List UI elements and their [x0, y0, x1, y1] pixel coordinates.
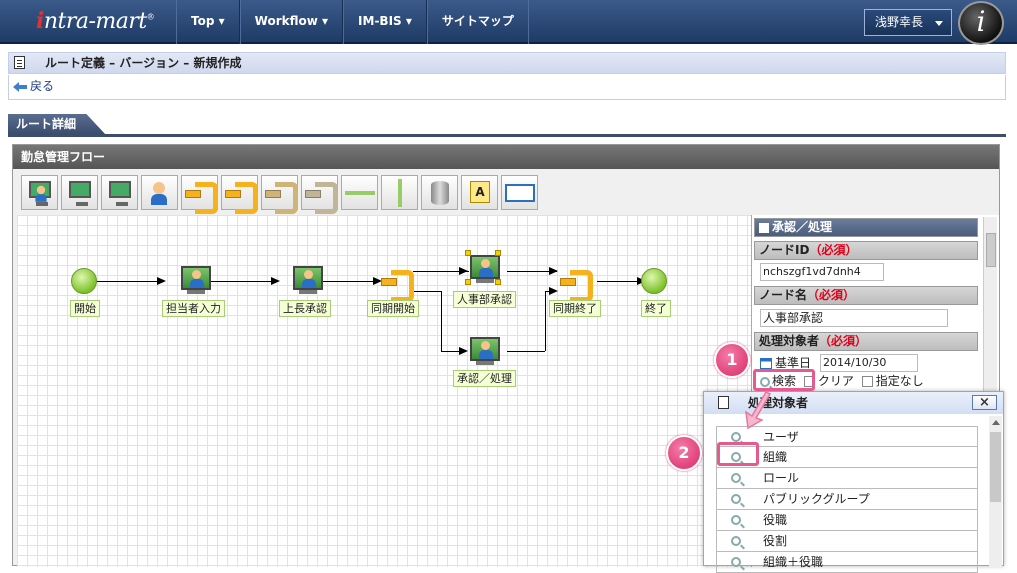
flow-canvas[interactable]: 開始 担当者入力 上長承認 同期開始 人事部承認 承認／処理 同期終了 終了: [17, 215, 752, 567]
search-icon: [760, 376, 770, 387]
list-item-organization[interactable]: 組織: [716, 447, 978, 468]
back-link[interactable]: 戻る: [8, 75, 1006, 100]
database-icon[interactable]: [421, 175, 458, 210]
sync-start-icon[interactable]: [181, 175, 218, 214]
node-label-end[interactable]: 終了: [641, 300, 671, 317]
nav-sitemap[interactable]: サイトマップ: [426, 0, 529, 44]
list-item-post[interactable]: 役職: [716, 510, 978, 531]
flow-toolbar: A: [21, 175, 538, 214]
none-label: 指定なし: [875, 374, 924, 388]
node-label-doukikaishi[interactable]: 同期開始: [367, 300, 419, 317]
person-node-icon[interactable]: [141, 175, 178, 210]
branch-icon[interactable]: [261, 175, 298, 214]
org-highlight: [717, 442, 759, 466]
list-item-duty[interactable]: 役割: [716, 531, 978, 552]
node-label-shounin[interactable]: 承認／処理: [453, 370, 516, 387]
search-icon: [731, 432, 741, 442]
text-note-icon[interactable]: A: [461, 175, 498, 210]
main-nav: Top ▾ Workflow ▾ IM-BIS ▾ サイトマップ: [176, 0, 529, 44]
flow-editor: 勤怠管理フロー A 開始 担当者入力 上長承認: [12, 144, 1000, 567]
user-menu[interactable]: 浅野幸長: [864, 9, 952, 36]
document-icon: [14, 56, 25, 69]
vertical-connector-icon[interactable]: [381, 175, 418, 210]
dialog-scrollbar[interactable]: [989, 416, 1002, 567]
list-item-user[interactable]: ユーザ: [716, 426, 978, 447]
tab-route-detail[interactable]: ルート詳細: [8, 114, 106, 135]
search-icon: [731, 515, 741, 525]
sync-end-node-icon[interactable]: [560, 270, 593, 302]
callout-1: 1: [714, 342, 750, 378]
shounin-node-icon[interactable]: [470, 337, 500, 365]
sync-start-node-icon[interactable]: [381, 270, 414, 302]
close-button[interactable]: ×: [972, 395, 997, 410]
merge-icon[interactable]: [301, 175, 338, 214]
clear-link[interactable]: クリア: [817, 374, 854, 388]
sync-end-icon[interactable]: [221, 175, 258, 214]
list-item-public-group[interactable]: パブリックグループ: [716, 489, 978, 510]
none-checkbox[interactable]: [861, 376, 873, 387]
node-name-input[interactable]: 人事部承認: [760, 309, 948, 327]
base-date-label: 基準日: [760, 354, 811, 371]
flow-title: 勤怠管理フロー: [13, 145, 999, 169]
top-header: intra-mart® Top ▾ Workflow ▾ IM-BIS ▾ サイ…: [0, 0, 1017, 45]
search-highlight: [753, 369, 815, 391]
jouchou-node-icon[interactable]: [293, 266, 323, 294]
node-label-jouchou[interactable]: 上長承認: [279, 300, 331, 317]
end-node-icon[interactable]: [641, 268, 667, 294]
node-label-doukishuuryou[interactable]: 同期終了: [549, 300, 601, 317]
target-label: 処理対象者（必須）: [754, 332, 978, 351]
section-header[interactable]: 承認／処理: [754, 218, 978, 237]
list-item-org-post[interactable]: 組織＋役職: [716, 552, 978, 573]
nav-top[interactable]: Top ▾: [176, 0, 240, 44]
user-node-icon[interactable]: [61, 175, 98, 210]
node-name-label: ノード名（必須）: [754, 286, 978, 305]
tantou-node-icon[interactable]: [181, 266, 211, 294]
tab-divider: [8, 134, 1006, 137]
start-node-icon[interactable]: [21, 175, 58, 210]
brand-i-icon: i: [958, 1, 1004, 45]
node-id-label: ノードID（必須）: [754, 241, 978, 260]
base-date-input[interactable]: 2014/10/30: [820, 354, 918, 372]
search-icon: [731, 473, 741, 483]
document-icon: [718, 396, 729, 409]
search-link[interactable]: 検索: [760, 374, 796, 388]
approve-node-icon[interactable]: [101, 175, 138, 210]
node-label-jinji[interactable]: 人事部承認: [453, 291, 516, 308]
search-icon: [731, 452, 741, 462]
target-actions: 検索 クリア 指定なし: [760, 372, 924, 389]
node-id-field[interactable]: nchszgf1vd7dnh4: [760, 263, 884, 281]
list-item-role[interactable]: ロール: [716, 468, 978, 489]
node-label-start[interactable]: 開始: [70, 300, 100, 317]
nav-im-bis[interactable]: IM-BIS ▾: [343, 0, 427, 44]
node-label-tantou[interactable]: 担当者入力: [162, 300, 225, 317]
search-icon: [731, 536, 741, 546]
pointer-arrow-icon: [745, 391, 772, 430]
connector-icon[interactable]: [341, 175, 378, 210]
jinji-node-icon[interactable]: [470, 255, 500, 283]
window-icon[interactable]: [501, 175, 538, 210]
back-arrow-icon: [13, 81, 27, 92]
callout-2: 2: [666, 435, 702, 471]
nav-workflow[interactable]: Workflow ▾: [239, 0, 344, 44]
start-node-icon[interactable]: [71, 268, 97, 294]
intra-mart-logo[interactable]: intra-mart®: [36, 8, 155, 34]
page-title: ルート定義 – バージョン – 新規作成: [8, 52, 1006, 74]
search-icon: [731, 494, 741, 504]
calendar-icon[interactable]: [760, 358, 772, 369]
